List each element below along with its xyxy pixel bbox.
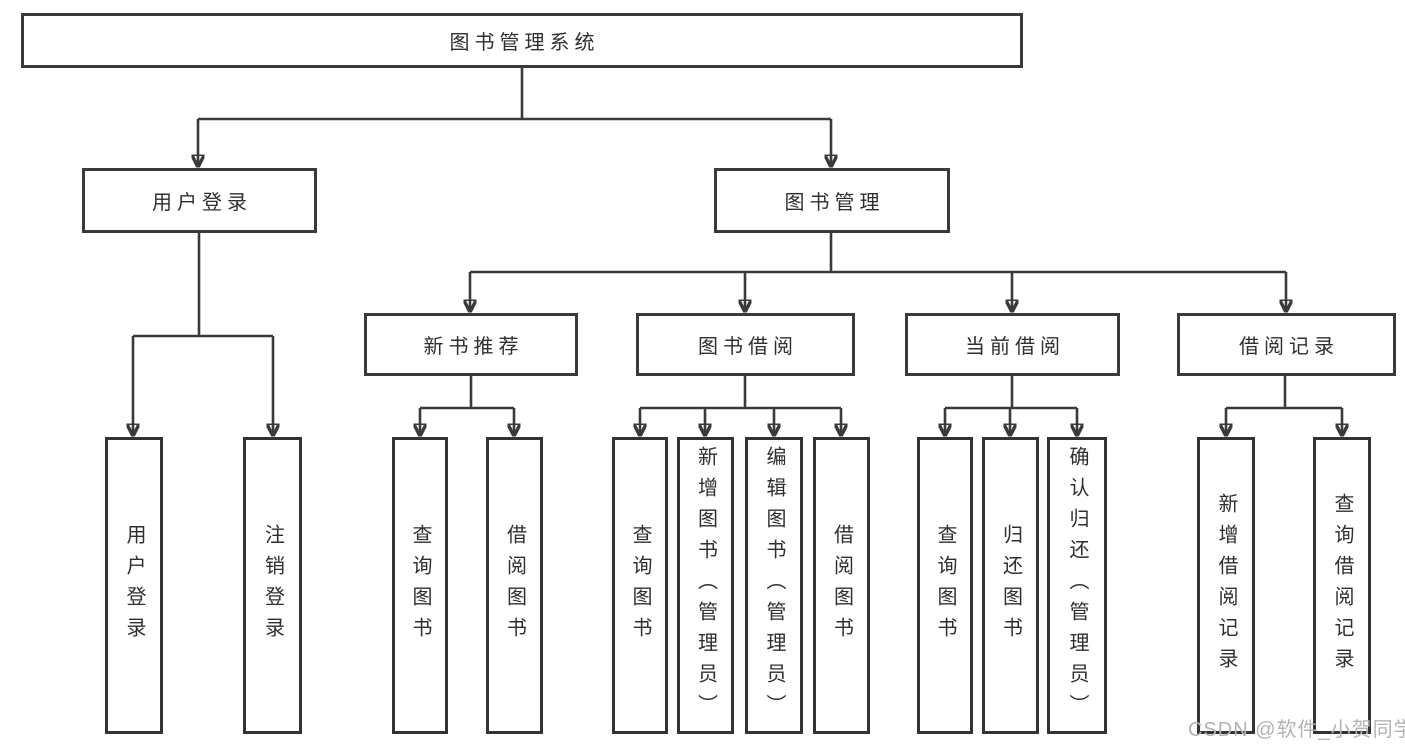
leaf-records-query-borrow-record: 查询借阅记录 — [1313, 437, 1371, 734]
leaf-borrowing-edit-books-admin-label: 编辑图书（管理员） — [763, 446, 785, 725]
node-new-book-recommend: 新书推荐 — [364, 313, 578, 376]
watermark: CSDN @软件_小贺同学 — [1188, 719, 1405, 741]
leaf-records-query-borrow-record-label: 查询借阅记录 — [1331, 492, 1353, 679]
leaf-borrowing-query-books: 查询图书 — [612, 437, 668, 734]
leaf-current-confirm-return-admin: 确认归还（管理员） — [1047, 437, 1107, 734]
leaf-records-add-borrow-record-label: 新增借阅记录 — [1215, 492, 1237, 679]
leaf-recommend-borrow-books: 借阅图书 — [486, 437, 543, 734]
leaf-recommend-borrow-books-label: 借阅图书 — [503, 523, 526, 648]
leaf-borrowing-borrow-books: 借阅图书 — [813, 437, 870, 734]
leaf-current-query-books-label: 查询图书 — [934, 523, 956, 648]
leaf-logout-login: 注销登录 — [243, 437, 302, 734]
node-current-borrowing: 当前借阅 — [905, 313, 1120, 376]
node-root-library-system: 图书管理系统 — [21, 13, 1023, 68]
leaf-current-return-books: 归还图书 — [982, 437, 1039, 734]
node-borrowing-records: 借阅记录 — [1177, 313, 1396, 376]
leaf-logout-login-label: 注销登录 — [261, 523, 284, 648]
node-book-borrowing: 图书借阅 — [636, 313, 855, 376]
leaf-current-return-books-label: 归还图书 — [999, 523, 1022, 648]
node-book-management: 图书管理 — [714, 168, 950, 233]
leaf-borrowing-edit-books-admin: 编辑图书（管理员） — [745, 437, 803, 734]
leaf-recommend-query-books-label: 查询图书 — [409, 523, 431, 648]
leaf-user-login-label: 用户登录 — [123, 523, 145, 648]
leaf-current-confirm-return-admin-label: 确认归还（管理员） — [1066, 446, 1088, 725]
leaf-records-add-borrow-record: 新增借阅记录 — [1197, 437, 1255, 734]
leaf-user-login: 用户登录 — [105, 437, 163, 734]
leaf-current-query-books: 查询图书 — [917, 437, 973, 734]
leaf-borrowing-borrow-books-label: 借阅图书 — [830, 523, 853, 648]
leaf-borrowing-add-books-admin-label: 新增图书（管理员） — [694, 446, 717, 725]
node-user-login: 用户登录 — [82, 168, 317, 233]
leaf-borrowing-add-books-admin: 新增图书（管理员） — [677, 437, 734, 734]
leaf-recommend-query-books: 查询图书 — [392, 437, 448, 734]
leaf-borrowing-query-books-label: 查询图书 — [629, 523, 651, 648]
